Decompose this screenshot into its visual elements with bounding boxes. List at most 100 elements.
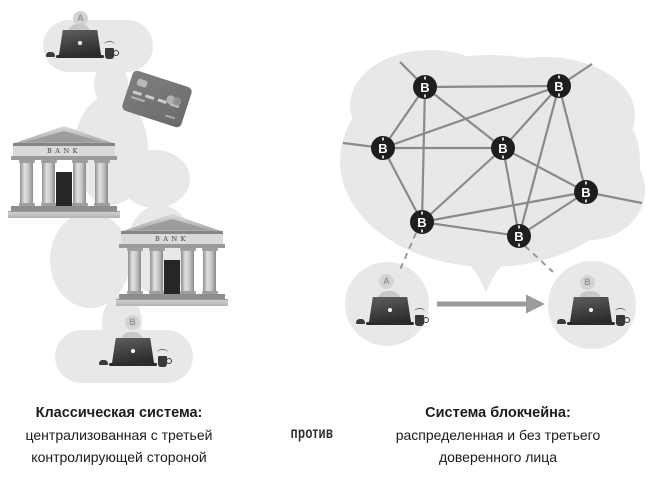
bank-column (148, 248, 165, 294)
network-edge (557, 85, 588, 193)
mouse-icon (356, 319, 365, 324)
bitcoin-symbol-tick (518, 243, 520, 247)
bitcoin-symbol-tick (558, 75, 560, 79)
user-b-badge: B (580, 275, 595, 290)
laptop-logo-dot (388, 308, 392, 312)
user-b-badge: B (125, 315, 140, 330)
bank-sign: BANK (13, 146, 115, 156)
network-edge (421, 147, 504, 223)
mouse-icon (557, 319, 566, 324)
caption-left-line2: контролирующей стороной (31, 449, 207, 465)
bitcoin-node: B (491, 136, 515, 160)
network-edge (421, 190, 587, 224)
bank-pediment-inner (133, 219, 211, 230)
bank-column (71, 160, 88, 206)
card-chip (136, 78, 149, 89)
bitcoin-node-circle (413, 75, 437, 99)
bitcoin-node: B (371, 136, 395, 160)
caption-left-line1: централизованная с третьей (25, 427, 213, 443)
bitcoin-node-label: B (498, 141, 507, 156)
cloud-tail (450, 238, 524, 293)
bitcoin-symbol-tick (424, 76, 426, 80)
bank-sign: BANK (121, 234, 223, 244)
network-edge (420, 86, 427, 223)
bank-steps (115, 299, 229, 306)
mouse-icon (46, 52, 55, 57)
user-a-illustration (46, 24, 119, 70)
bitcoin-symbol-tick (382, 137, 384, 141)
network-dashed-link (398, 232, 417, 273)
user-a-illustration (356, 291, 429, 337)
laptop-logo-dot (589, 308, 593, 312)
bank-pediment (123, 214, 221, 231)
bitcoin-node-circle (547, 74, 571, 98)
bank-stylobate (118, 294, 226, 299)
card-subline (131, 96, 145, 103)
bitcoin-symbol-tick (558, 93, 560, 97)
bank-door (56, 172, 72, 206)
caption-right-line1: распределенная и без третьего (395, 427, 601, 443)
bitcoin-node-label: B (554, 79, 563, 94)
bank-cornice (10, 156, 118, 160)
network-edge (382, 147, 423, 223)
bitcoin-symbol-tick (502, 137, 504, 141)
network-edge (501, 147, 521, 237)
bank-door (164, 260, 180, 294)
coffee-mug-icon (616, 315, 630, 326)
caption-right-title: Система блокчейна: (425, 405, 571, 421)
coffee-mug-icon (158, 356, 172, 367)
bitcoin-node-circle (507, 224, 531, 248)
bitcoin-node-label: B (581, 185, 590, 200)
coffee-mug-icon (105, 48, 119, 59)
bitcoin-node-circle (574, 180, 598, 204)
bank-colonnade (13, 160, 115, 206)
transfer-arrow-head (526, 294, 545, 314)
laptop-logo-dot (78, 41, 82, 45)
bitcoin-node-label: B (420, 80, 429, 95)
caption-left-title: Классическая система: (35, 405, 203, 421)
bank-colonnade (121, 248, 223, 294)
network-cloud (350, 50, 510, 160)
network-edge (502, 85, 560, 149)
network-edge (502, 147, 587, 193)
laptop-base (56, 55, 104, 58)
user-a-badge: A (379, 274, 394, 289)
bank-column (126, 248, 143, 294)
bitcoin-node-circle (410, 210, 434, 234)
network-edge (421, 220, 520, 238)
bitcoin-symbol-tick (585, 199, 587, 203)
bitcoin-node-label: B (514, 229, 523, 244)
network-edge (382, 86, 426, 149)
user-a-badge: A (73, 11, 88, 26)
bitcoin-symbol-tick (421, 211, 423, 215)
bank-column (93, 160, 110, 206)
bitcoin-symbol-tick (382, 155, 384, 159)
steam-icon (104, 41, 115, 48)
steam-icon (615, 308, 626, 315)
bank-pediment (15, 126, 113, 143)
bank-steps (7, 211, 121, 218)
bitcoin-node-circle (491, 136, 515, 160)
bitcoin-symbol-tick (518, 225, 520, 229)
caption-right-line2: доверенного лица (438, 449, 558, 465)
network-edge (518, 191, 587, 237)
bitcoin-symbol-tick (421, 229, 423, 233)
bitcoin-node-label: B (378, 141, 387, 156)
caption-right: Система блокчейна: распределенная и без … (379, 402, 617, 468)
bitcoin-symbol-tick (424, 94, 426, 98)
user-b-illustration (557, 291, 630, 337)
bank-column (201, 248, 218, 294)
blob-segment (50, 212, 130, 308)
laptop-base (109, 363, 157, 366)
bank-architrave (13, 143, 115, 146)
network-nodes: B B B B B B B (371, 74, 598, 248)
laptop-logo-dot (131, 349, 135, 353)
bitcoin-node-label: B (417, 215, 426, 230)
bank-pediment-inner (25, 131, 103, 142)
bitcoin-node: B (413, 75, 437, 99)
bitcoin-node: B (507, 224, 531, 248)
blob-segment (120, 150, 190, 208)
versus-label: против (290, 425, 334, 442)
bank-architrave (121, 231, 223, 234)
